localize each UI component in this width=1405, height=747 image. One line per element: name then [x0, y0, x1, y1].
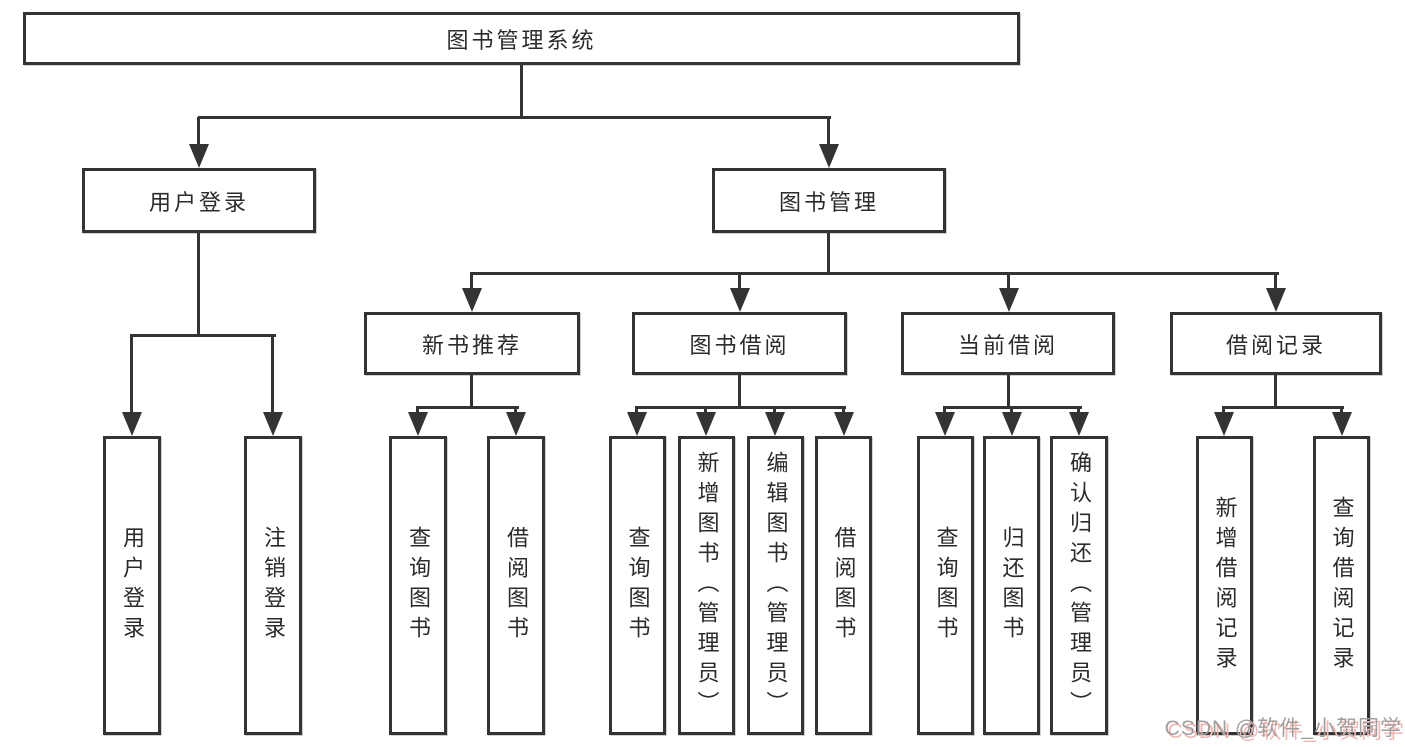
connector-user-login-stub: [197, 233, 200, 336]
connector-new-book-horizontal: [416, 406, 519, 409]
leaf-edit-book-admin: 编辑图书（管理员）: [747, 436, 804, 735]
connector-current-borrow-stub: [1007, 375, 1010, 408]
arrowhead-query-book-2: [627, 412, 647, 436]
arrowhead-add-record: [1214, 412, 1234, 436]
arrowhead-book-borrow: [730, 288, 750, 312]
node-user-login: 用户登录: [82, 168, 316, 233]
connector-leaf-logout-drop: [271, 335, 274, 413]
connector-book-mgmt-horizontal: [470, 272, 1279, 275]
connector-current-borrow-drop: [1007, 274, 1010, 290]
connector-book-borrow-horizontal: [635, 406, 846, 409]
connector-user-login-drop: [197, 117, 200, 147]
arrowhead-query-record: [1332, 412, 1352, 436]
connector-book-mgmt-stub: [827, 233, 830, 274]
leaf-query-book-current: 查询图书: [917, 436, 974, 735]
leaf-add-book-admin: 新增图书（管理员）: [678, 436, 735, 735]
connector-book-borrow-drop: [738, 274, 741, 290]
connector-current-borrow-horizontal: [943, 406, 1082, 409]
leaf-add-borrow-record: 新增借阅记录: [1196, 436, 1253, 735]
arrowhead-new-book: [462, 288, 482, 312]
arrowhead-leaf-logout: [263, 412, 283, 436]
arrowhead-borrow-book-2: [834, 412, 854, 436]
arrowhead-book-mgmt: [819, 144, 839, 168]
arrowhead-leaf-login: [122, 412, 142, 436]
node-current-borrowing: 当前借阅: [901, 312, 1115, 375]
arrowhead-current-borrow: [999, 288, 1019, 312]
leaf-query-book-recommend: 查询图书: [389, 436, 447, 735]
leaf-confirm-return-admin: 确认归还（管理员）: [1050, 436, 1108, 735]
connector-book-mgmt-drop: [827, 117, 830, 147]
connector-leaf-login-drop: [130, 335, 133, 413]
leaf-borrow-book: 借阅图书: [815, 436, 872, 735]
connector-borrow-record-horizontal: [1222, 406, 1344, 409]
arrowhead-edit-book: [765, 412, 785, 436]
node-library-system: 图书管理系统: [23, 12, 1020, 65]
leaf-return-book: 归还图书: [983, 436, 1040, 735]
node-book-borrowing: 图书借阅: [632, 312, 847, 375]
leaf-query-book-borrowing: 查询图书: [609, 436, 666, 735]
arrowhead-query-book-3: [935, 412, 955, 436]
arrowhead-query-book-1: [408, 412, 428, 436]
leaf-user-login: 用户登录: [103, 436, 161, 735]
arrowhead-borrow-book-1: [506, 412, 526, 436]
connector-borrow-record-stub: [1274, 375, 1277, 408]
node-new-book-recommend: 新书推荐: [364, 312, 580, 375]
csdn-watermark: CSDN @软件_小贺同学: [1164, 717, 1402, 740]
arrowhead-borrow-record: [1266, 288, 1286, 312]
node-borrowing-records: 借阅记录: [1170, 312, 1382, 375]
connector-new-book-stub: [470, 375, 473, 408]
connector-root-horizontal: [198, 116, 831, 119]
arrowhead-return-book: [1002, 412, 1022, 436]
arrowhead-user-login: [189, 144, 209, 168]
connector-root-stub: [520, 65, 523, 118]
leaf-logout: 注销登录: [244, 436, 302, 735]
connector-book-borrow-stub: [738, 375, 741, 408]
connector-new-book-drop: [470, 274, 473, 290]
node-book-management: 图书管理: [712, 168, 946, 233]
leaf-query-borrow-record: 查询借阅记录: [1313, 436, 1370, 735]
arrowhead-add-book: [696, 412, 716, 436]
connector-user-login-horizontal: [130, 334, 276, 337]
arrowhead-confirm-return: [1069, 412, 1089, 436]
connector-borrow-record-drop: [1274, 274, 1277, 290]
leaf-borrow-book-recommend: 借阅图书: [487, 436, 545, 735]
